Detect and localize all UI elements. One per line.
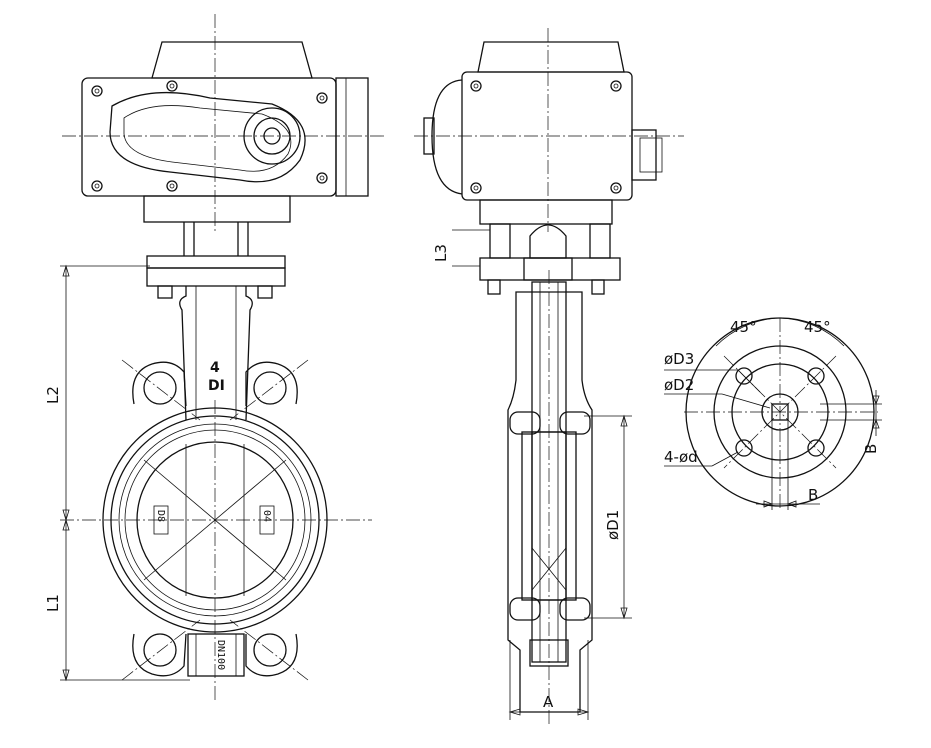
front-bracket	[146, 222, 286, 299]
flange-detail: 45° 45° øD3 øD2 4-ød B B	[664, 317, 882, 510]
side-view: L3 øD1	[414, 28, 684, 724]
dim-A: A	[543, 693, 554, 711]
dim-D3: øD3	[664, 350, 694, 368]
side-dimensions: øD1 A	[508, 414, 632, 720]
front-neck: 4 DI	[179, 286, 253, 421]
front-dimensions: L2 L1	[44, 264, 190, 682]
disc-right-mark: 04	[261, 510, 272, 522]
dim-D2: øD2	[664, 376, 694, 394]
dim-L2: L2	[44, 386, 62, 404]
front-body: DN100 D8 04	[60, 359, 372, 700]
disc-left-mark: D8	[155, 510, 166, 522]
dim-B-bottom: B	[808, 486, 818, 504]
lower-neck-text: DN100	[215, 640, 226, 670]
side-actuator	[414, 28, 684, 232]
front-actuator	[62, 14, 386, 232]
dim-D1: øD1	[604, 510, 622, 540]
dim-bolt-holes: 4-ød	[664, 448, 698, 466]
neck-number: 4	[210, 360, 220, 376]
front-view: 4 DI DN100	[44, 14, 386, 700]
angle-right: 45°	[804, 318, 831, 336]
side-coupling: L3	[432, 223, 621, 295]
dim-B-right: B	[862, 444, 880, 454]
actuator-bolts	[91, 80, 328, 192]
dim-L1: L1	[44, 594, 62, 612]
neck-text: DI	[208, 378, 225, 394]
dim-L3: L3	[432, 244, 450, 262]
side-body-section	[507, 270, 593, 724]
angle-left: 45°	[730, 318, 757, 336]
